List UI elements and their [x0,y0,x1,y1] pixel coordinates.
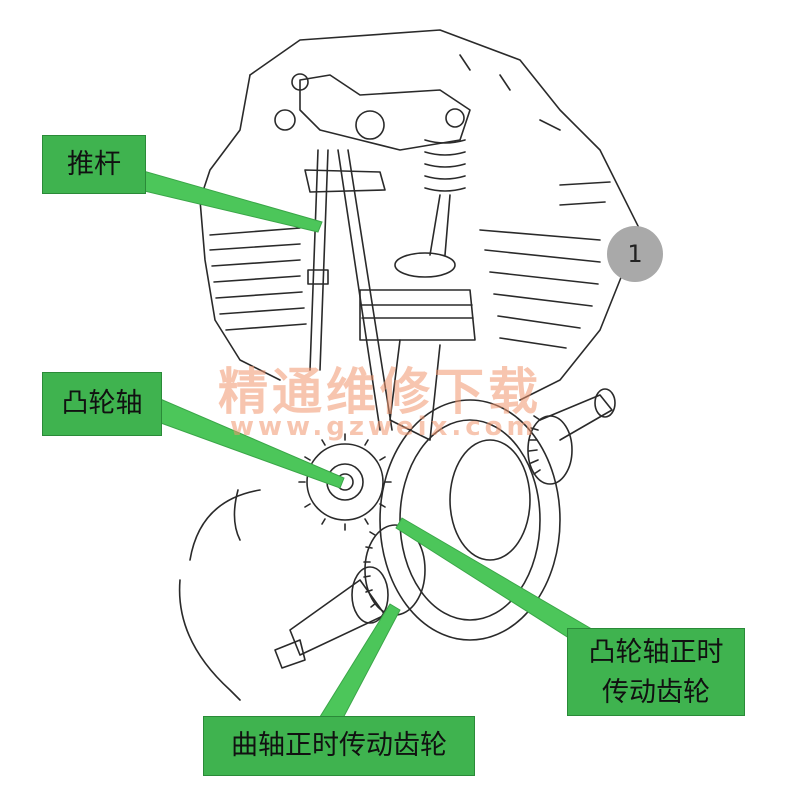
figure-number-badge: 1 [607,226,663,282]
pushrod-label-text: 推杆 [67,149,121,180]
watermark-title: 精通维修下载 [218,362,542,421]
pushrod-label: 推杆 [42,135,146,194]
camshaft-gear-label-line1: 凸轮轴正时 [588,637,724,668]
pushrod-shaft [309,149,393,431]
camshaft-label: 凸轮轴 [42,372,162,436]
engine-block-outline [249,29,641,401]
crankshaft-gear-label: 曲轴正时传动齿轮 [203,716,475,776]
rocker-arm [299,74,471,151]
piston [359,289,476,341]
camshaft-gear-label-line2: 传动齿轮 [602,677,710,708]
valve-spring [424,139,466,192]
camshaft-label-text: 凸轮轴 [61,388,143,419]
cooling-fins [209,227,307,331]
right-gear [527,415,573,485]
crankshaft-gear-arrow [317,603,401,721]
pushrod-arrow [139,169,323,233]
watermark-url: www.gzweix.com [230,412,538,442]
camshaft-gear-outline [298,433,392,531]
camshaft-gear-label: 凸轮轴正时 传动齿轮 [567,628,745,716]
flywheel [379,399,561,641]
crankshaft-gear-label-text: 曲轴正时传动齿轮 [231,730,447,761]
